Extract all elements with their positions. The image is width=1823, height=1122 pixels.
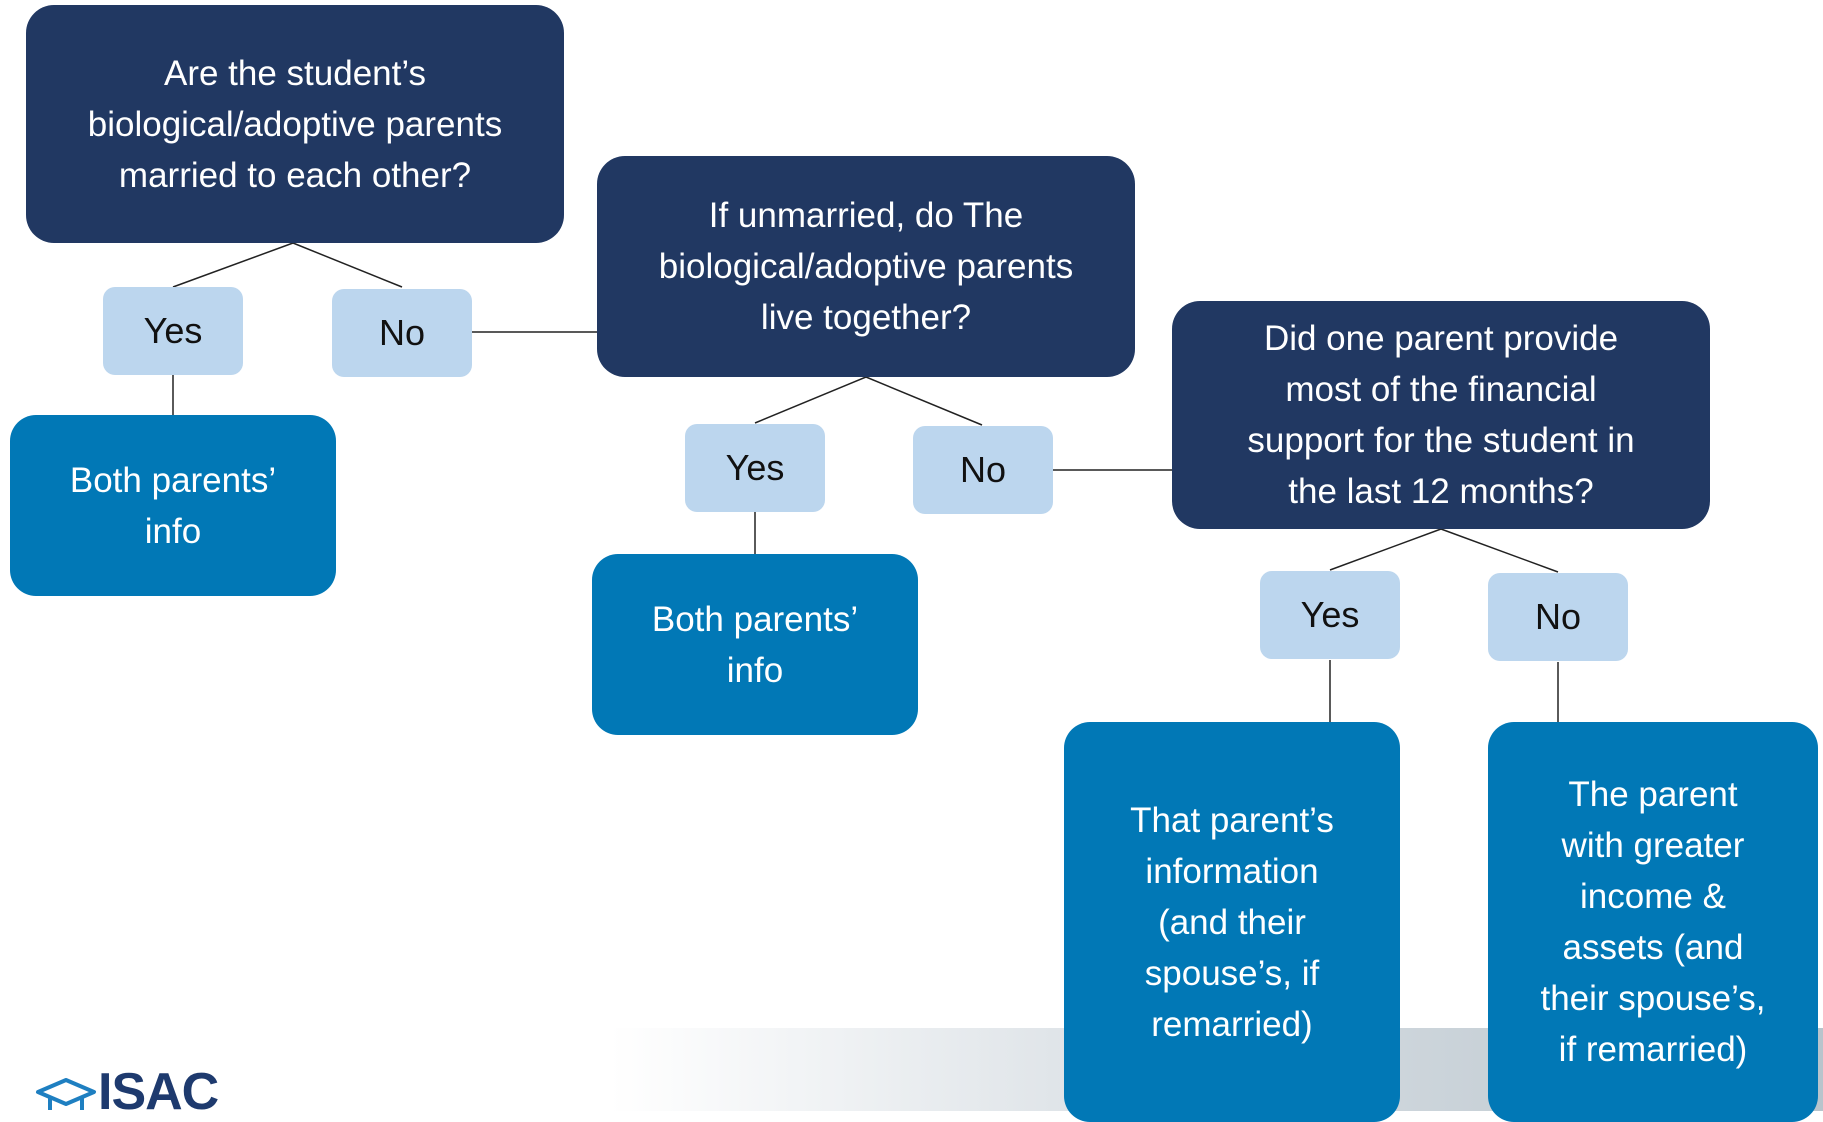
connector-q3-no bbox=[1440, 528, 1559, 573]
question-parents-live-together: If unmarried, do The biological/adoptive… bbox=[597, 156, 1135, 377]
graduation-cap-icon bbox=[36, 1078, 96, 1110]
result-that-parent: That parent’s information (and their spo… bbox=[1064, 722, 1400, 1122]
connector-q2-yes bbox=[754, 376, 867, 424]
result-both-parents-2: Both parents’ info bbox=[592, 554, 918, 735]
result-both-parents-1: Both parents’ info bbox=[10, 415, 336, 596]
logo-text: ISAC bbox=[98, 1072, 219, 1112]
answer-q1-no: No bbox=[332, 289, 472, 377]
connector-q1-no bbox=[292, 242, 403, 288]
isac-logo: ISAC bbox=[34, 1072, 218, 1112]
connector-q3-yes bbox=[1329, 528, 1442, 571]
question-parents-married: Are the student’s biological/adoptive pa… bbox=[26, 5, 564, 243]
result-greater-income-parent: The parent with greater income & assets … bbox=[1488, 722, 1818, 1122]
answer-q2-no: No bbox=[913, 426, 1053, 514]
answer-q3-no: No bbox=[1488, 573, 1628, 661]
answer-q2-yes: Yes bbox=[685, 424, 825, 512]
connector-q2-no bbox=[865, 376, 983, 426]
connector-q1-yes bbox=[172, 242, 294, 288]
answer-q3-yes: Yes bbox=[1260, 571, 1400, 659]
question-financial-support: Did one parent provide most of the finan… bbox=[1172, 301, 1710, 529]
answer-q1-yes: Yes bbox=[103, 287, 243, 375]
